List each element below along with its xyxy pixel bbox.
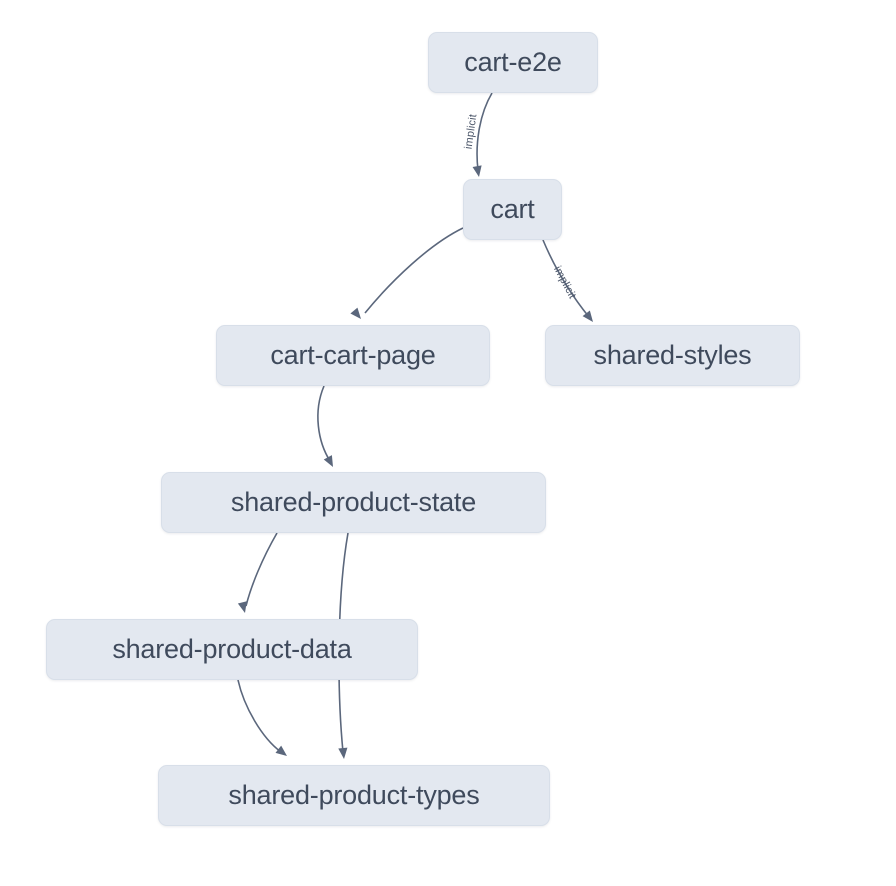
edge-line (317, 385, 331, 462)
edge-arrowhead-icon (338, 747, 348, 759)
edge-arrowhead-icon (472, 165, 482, 177)
graph-edge-edge-cart-cart-page-shared-product-state (317, 385, 333, 467)
graph-node-label: cart-e2e (464, 47, 562, 77)
edge-line (542, 239, 590, 318)
edge-arrowhead-icon (323, 455, 333, 467)
edge-label: implicit (551, 264, 578, 301)
edge-line (237, 679, 282, 753)
graph-node-label: cart (490, 194, 535, 224)
graph-node-label: cart-cart-page (270, 340, 436, 370)
graph-node-cart-e2e[interactable]: cart-e2e (428, 32, 598, 93)
edge-arrowhead-icon (275, 745, 287, 756)
graph-node-label: shared-product-data (112, 634, 352, 664)
graph-edge-edge-shared-product-data-shared-product-types (237, 679, 287, 756)
edge-line (245, 532, 278, 607)
graph-node-shared-product-data[interactable]: shared-product-data (46, 619, 418, 680)
edge-arrowhead-icon (350, 307, 361, 319)
graph-node-cart[interactable]: cart (463, 179, 562, 240)
graph-edge-edge-cart-shared-styles: implicit (542, 239, 593, 322)
graph-edge-edge-shared-product-state-shared-product-data (237, 532, 278, 613)
edge-label: implicit (463, 113, 480, 150)
graph-node-label: shared-product-state (230, 487, 477, 517)
graph-node-shared-product-types[interactable]: shared-product-types (158, 765, 550, 826)
edge-line (364, 227, 464, 314)
edge-line (476, 92, 493, 171)
graph-node-shared-product-state[interactable]: shared-product-state (161, 472, 546, 533)
graph-node-label: shared-styles (593, 340, 752, 370)
graph-node-cart-cart-page[interactable]: cart-cart-page (216, 325, 490, 386)
graph-edge-edge-cart-cart-cart-page (350, 227, 464, 319)
edge-arrowhead-icon (237, 601, 247, 613)
edge-arrowhead-icon (582, 310, 593, 322)
graph-node-label: shared-product-types (228, 780, 480, 810)
graph-node-shared-styles[interactable]: shared-styles (545, 325, 800, 386)
graph-edge-edge-cart-e2e-cart: implicit (463, 92, 493, 177)
